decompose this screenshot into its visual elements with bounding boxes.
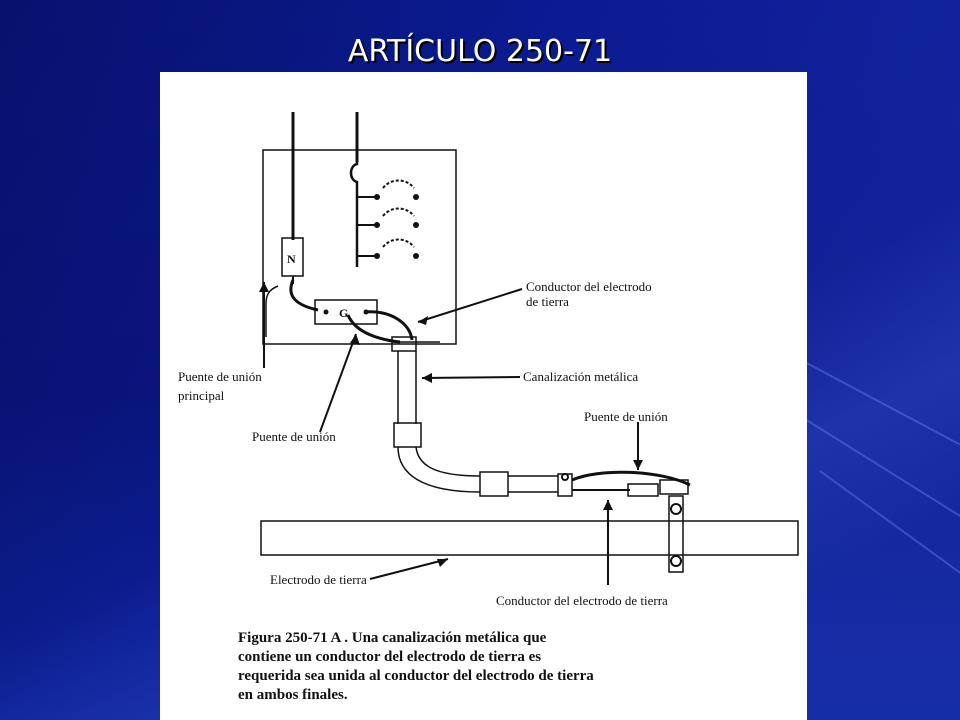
leader-puente-union-left: [319, 333, 357, 433]
label-puente-union-left: Puente de unión: [252, 429, 336, 444]
arrowhead: [437, 559, 448, 567]
raceway-bend-inner: [415, 446, 481, 477]
arrowhead: [633, 460, 643, 470]
raceway-end-coupling: [479, 471, 509, 497]
raceway-coupling: [393, 422, 422, 448]
label-puente-union-principal-2: principal: [178, 388, 225, 403]
arrowhead: [259, 282, 269, 292]
leader-canalizacion: [421, 376, 521, 379]
ground-bar-letter: G: [339, 306, 348, 320]
arrowhead: [350, 334, 360, 345]
arrowhead: [603, 500, 613, 510]
grounding-diagram: N G: [259, 112, 799, 585]
slide-title: ARTÍCULO 250-71: [347, 34, 613, 69]
label-canalizacion-metalica: Canalización metálica: [523, 369, 639, 384]
caption-line: requerida sea unida al conductor del ele…: [238, 668, 594, 684]
end-bonding-fitting: [557, 473, 573, 497]
caption-line: contiene un conductor del electrodo de t…: [238, 649, 542, 665]
caption-line: en ambos finales.: [238, 687, 348, 703]
label-electrodo-tierra: Electrodo de tierra: [270, 572, 367, 587]
leader-conductor-electrodo: [417, 288, 523, 323]
main-bonding-jumper: [289, 279, 319, 312]
label-conductor-electrodo-tierra-bottom: Conductor del electrodo de tierra: [496, 593, 668, 608]
leader-electrodo-tierra: [369, 558, 449, 580]
terminal-dot: [413, 222, 419, 228]
background-streak: [819, 470, 960, 590]
end-bonding-jumper: [571, 470, 691, 487]
breaker-arc: [382, 207, 415, 217]
figure-panel: N G Conductor del electrodo de tierra Ca…: [160, 72, 807, 720]
grounding-electrode: [260, 520, 799, 556]
terminal-dot: [374, 194, 380, 200]
breaker-arc: [382, 179, 415, 189]
clamp-top: [659, 479, 689, 495]
label-puente-union-right: Puente de unión: [584, 409, 668, 424]
clamp-block: [627, 483, 659, 497]
terminal-dot: [413, 253, 419, 259]
neutral-bar-letter: N: [287, 252, 296, 266]
arrowhead: [422, 373, 432, 383]
raceway-fitting: [391, 336, 417, 352]
figure-caption: Figura 250-71 A . Una canalización metál…: [238, 629, 798, 705]
clamp-bolt-top: [670, 503, 682, 515]
breaker-arc: [382, 238, 415, 248]
caption-line: Figura 250-71 A . Una canalización metál…: [238, 630, 547, 646]
label-conductor-electrodo-1: Conductor del electrodo: [526, 279, 652, 294]
bonding-jumper-arc: [364, 310, 414, 341]
terminal-dot: [363, 309, 369, 315]
label-puente-union-principal-1: Puente de unión: [178, 369, 262, 384]
arrowhead: [418, 316, 428, 325]
raceway-bend-outer: [397, 446, 481, 493]
hot-bus: [349, 162, 359, 267]
terminal-dot: [413, 194, 419, 200]
fitting-screw: [561, 473, 569, 481]
neutral-to-electrode: [265, 285, 279, 337]
label-conductor-electrodo-2: de tierra: [526, 294, 569, 309]
terminal-dot: [374, 253, 380, 259]
clamp-strap: [668, 495, 684, 573]
clamp-bolt-bottom: [670, 555, 682, 567]
terminal-dot: [323, 309, 329, 315]
terminal-dot: [374, 222, 380, 228]
